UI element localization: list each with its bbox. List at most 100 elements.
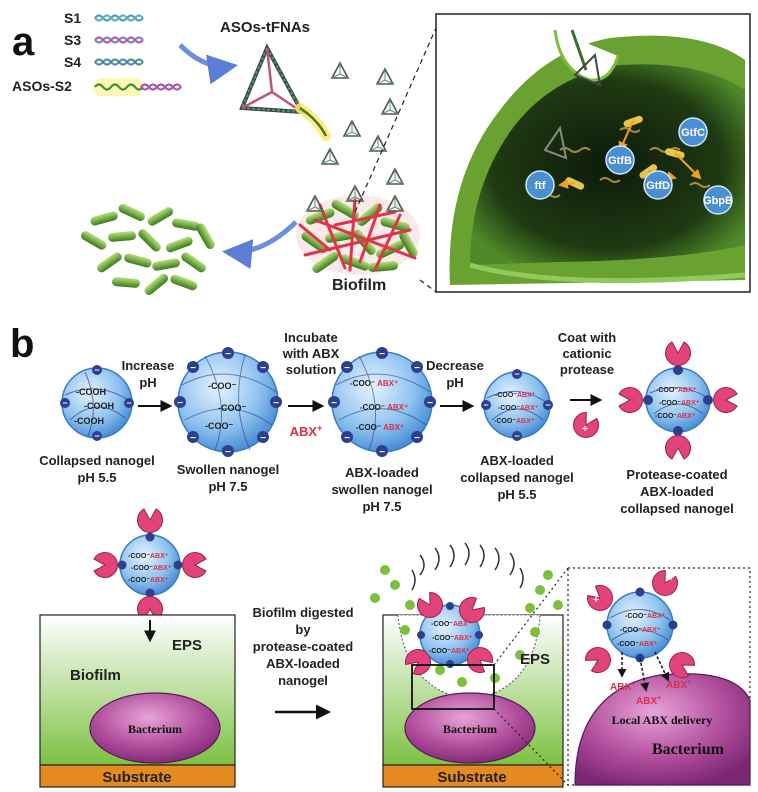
- abx-loaded-collapsed-nanogel: −−−−: [481, 369, 553, 441]
- coo-swollen-3: -COO⁻: [205, 421, 234, 431]
- step-incubate-1: Incubate: [284, 330, 337, 345]
- zoom-line-top: [354, 27, 437, 213]
- coated-caption-1: Protease-coated: [626, 467, 727, 482]
- svg-text:+: +: [589, 661, 595, 672]
- coo-abx-digest-1: -COO⁻ABX⁺: [431, 621, 472, 628]
- substrate-right: Substrate: [437, 769, 506, 786]
- swollen-nanogel: −−−− −−−−: [174, 347, 282, 458]
- cooh-1: -COOH: [76, 387, 106, 397]
- svg-text:−: −: [414, 433, 420, 444]
- step-coat-2: cationic: [562, 346, 611, 361]
- protease-icon: +: [568, 408, 603, 443]
- bacterium-left: Bacterium: [128, 722, 182, 736]
- abx-loaded-swollen-nanogel: −−−− −−−−: [328, 347, 436, 458]
- coo-abx-collapsed-1: -COO⁻ABX⁺: [495, 392, 536, 399]
- svg-text:−: −: [190, 363, 196, 374]
- step-incubate-3: solution: [286, 362, 337, 377]
- abx-collapsed-caption-1: ABX-loaded: [480, 453, 554, 468]
- svg-text:−: −: [94, 431, 99, 441]
- coated-caption-3: collapsed nanogel: [620, 501, 733, 516]
- step-coat-1: Coat with: [558, 330, 617, 345]
- svg-text:−: −: [331, 398, 337, 409]
- svg-text:−: −: [62, 398, 67, 408]
- digest-5: nanogel: [278, 673, 328, 688]
- strand-label-s1: S1: [64, 10, 81, 26]
- abx-ion-label: ABX+: [290, 423, 323, 439]
- coo-abx-collapsed-3: -COO⁻ABX⁺: [494, 418, 535, 425]
- panel-b-label: b: [10, 322, 34, 366]
- coo-abx-approach-2: -COO⁻ABX⁺: [131, 565, 172, 572]
- coo-abx-collapsed-2: -COO⁻ABX⁺: [498, 405, 539, 412]
- local-delivery-label: Local ABX delivery: [612, 713, 713, 727]
- abx-collapsed-caption-2: collapsed nanogel: [460, 470, 573, 485]
- svg-text:−: −: [273, 398, 279, 409]
- coo-abx-approach-1: -COO⁻ABX⁺: [128, 553, 169, 560]
- svg-text:+: +: [96, 561, 102, 572]
- step-increase-1: Increase: [122, 358, 175, 373]
- target-proteins: [525, 117, 733, 215]
- svg-text:+: +: [675, 339, 681, 350]
- coo-abx-swollen-3: -COO⁻ ABX⁺: [356, 423, 404, 432]
- biofilm-label: Biofilm: [332, 277, 386, 294]
- cooh-3: -COOH: [74, 416, 104, 426]
- coo-swollen-1: -COO⁻: [208, 381, 237, 391]
- coo-abx-zoom-3: -COO⁻ABX⁺: [617, 641, 658, 648]
- biofilm-left: [39, 614, 236, 788]
- coo-abx-digest-2: -COO⁻ABX⁺: [432, 635, 473, 642]
- collapsed-caption-1: Collapsed nanogel: [39, 453, 155, 468]
- svg-text:−: −: [225, 447, 231, 458]
- svg-text:−: −: [414, 363, 420, 374]
- target-gtfc: GtfC: [681, 127, 705, 139]
- abx-released-3: ABX+: [636, 695, 661, 707]
- swollen-caption-2: pH 7.5: [208, 479, 247, 494]
- svg-text:+: +: [582, 424, 588, 435]
- dna-strands: [93, 14, 182, 96]
- coo-swollen-2: -COO⁻: [218, 403, 247, 413]
- svg-text:−: −: [379, 447, 385, 458]
- abx-swollen-caption-2: swollen nanogel: [331, 482, 432, 497]
- coo-abx-digest-3: -COO⁻ABX⁺: [429, 648, 470, 655]
- svg-text:−: −: [126, 398, 131, 408]
- step-coat-3: protease: [560, 362, 614, 377]
- svg-text:−: −: [514, 431, 519, 441]
- coo-abx-coated-3: -COO⁻ABX⁺: [655, 413, 696, 420]
- zoom-dotted-top: [493, 567, 569, 666]
- coo-abx-coated-2: -COO⁻ABX⁺: [659, 400, 700, 407]
- coo-abx-zoom-2: -COO⁻ABX⁺: [620, 627, 661, 634]
- target-gbpb: GbpB: [703, 195, 733, 207]
- digest-1: Biofilm digested: [252, 605, 353, 620]
- step-decrease-2: pH: [446, 375, 463, 390]
- strand-label-s4: S4: [64, 54, 81, 70]
- zoom-box: ++++: [567, 566, 751, 786]
- strand-label-s3: S3: [64, 32, 81, 48]
- protease-coated-nanogel: ++++: [618, 339, 738, 461]
- substrate-left: Substrate: [102, 769, 171, 786]
- step-incubate-2: with ABX: [282, 346, 340, 361]
- target-gtfd: GtfD: [646, 180, 670, 192]
- digest-2: by: [295, 622, 311, 637]
- dispersal-arrow: [222, 220, 298, 270]
- svg-text:+: +: [621, 396, 627, 407]
- cell-inset: [435, 13, 751, 293]
- digest-3: protease-coated: [253, 639, 353, 654]
- collapsed-nanogel: −−−−: [60, 365, 134, 441]
- assembly-arrow: [178, 43, 238, 85]
- abx-swollen-caption-1: ABX-loaded: [345, 465, 419, 480]
- approaching-nanogel: ++++: [93, 506, 207, 622]
- biofilm-right: [370, 542, 564, 788]
- eps-right: EPS: [520, 651, 550, 668]
- svg-text:−: −: [545, 400, 550, 410]
- abx-released-1: ABX+: [610, 681, 635, 693]
- svg-text:+: +: [675, 450, 681, 461]
- panel-a-label: a: [12, 20, 35, 64]
- coo-abx-approach-3: -COO⁻ABX⁺: [128, 577, 169, 584]
- small-tfnas: [321, 62, 404, 185]
- coo-abx-zoom-1: -COO⁻ABX⁺: [625, 613, 666, 620]
- dispersed-bacteria: [81, 203, 215, 295]
- tfna-label: ASOs-tFNAs: [220, 19, 310, 36]
- collapsed-caption-2: pH 5.5: [77, 470, 116, 485]
- tfna-tetrahedron: [239, 43, 331, 141]
- svg-text:−: −: [260, 433, 266, 444]
- svg-text:−: −: [190, 433, 196, 444]
